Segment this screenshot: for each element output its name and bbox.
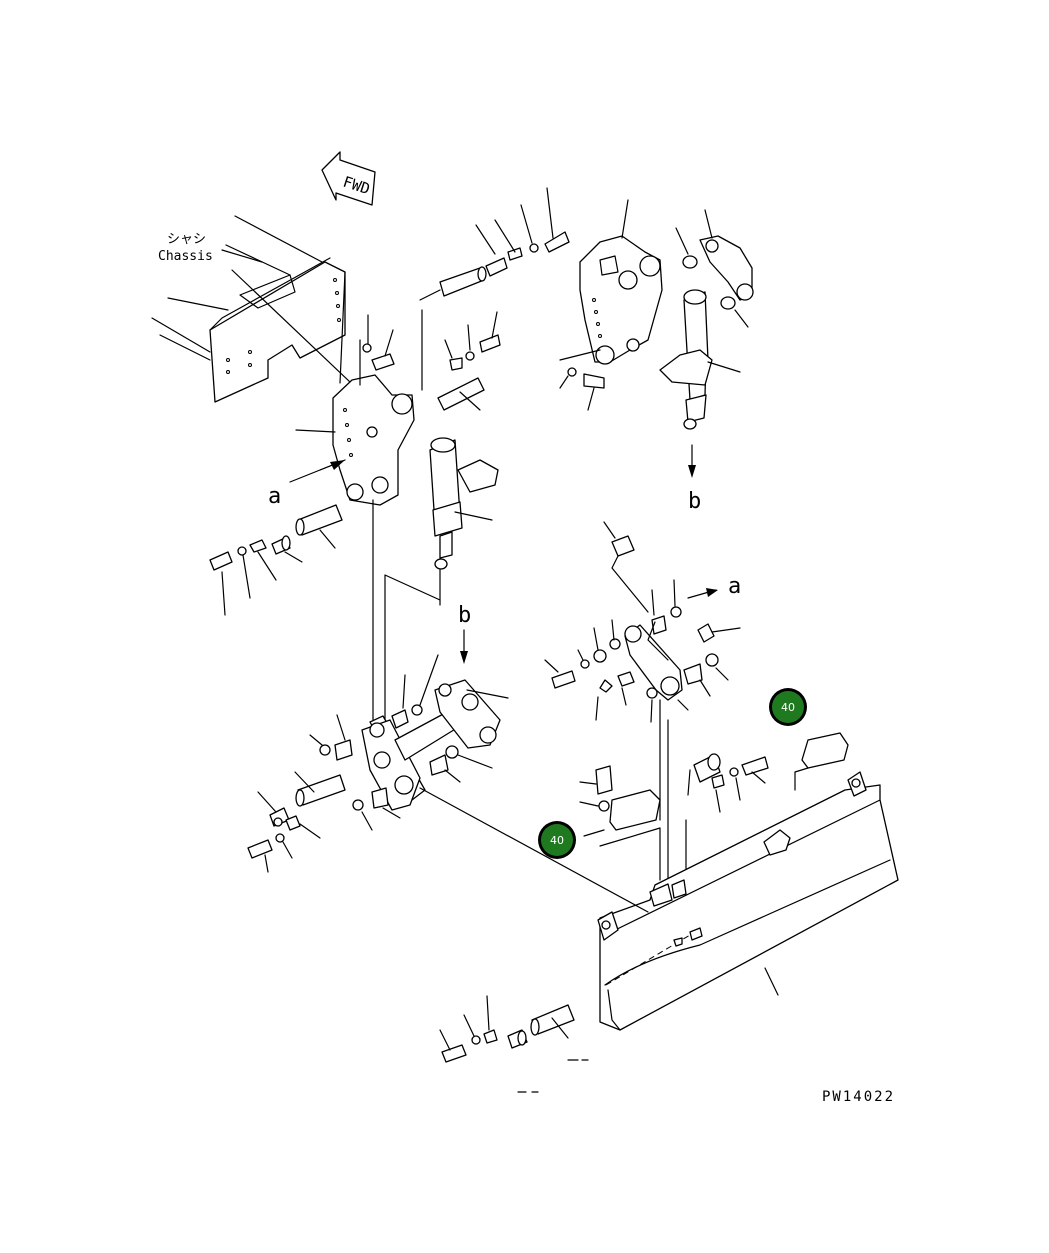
ref-b-mid-label: b xyxy=(458,603,471,628)
mid-pin-group xyxy=(362,311,501,411)
drawing-code: PW14022 xyxy=(822,1089,895,1105)
callout-badge-left[interactable]: 40 xyxy=(538,821,576,859)
chassis-jp-label: シャシ xyxy=(167,232,206,247)
right-mount-bracket xyxy=(559,199,754,411)
reference-b-mid: b xyxy=(458,603,471,664)
wear-pads xyxy=(599,732,849,881)
bottom-pin-group xyxy=(439,995,589,1093)
right-cylinder: b xyxy=(659,289,741,514)
callout-badge-left-fill xyxy=(541,824,573,856)
center-link-assembly xyxy=(247,499,509,873)
assembly-lines xyxy=(231,269,649,913)
chassis-label: シャシ Chassis xyxy=(158,232,263,264)
chassis-en-label: Chassis xyxy=(158,249,213,264)
ref-a-label: a xyxy=(268,484,281,509)
callout-badge-right-label: 40 xyxy=(781,701,795,714)
left-pin-stack xyxy=(209,504,343,616)
chassis-frame xyxy=(151,215,346,403)
dozer-blade xyxy=(597,771,899,1031)
top-pin-group xyxy=(419,187,570,391)
callout-badge-right[interactable]: 40 xyxy=(769,688,807,726)
reference-a-left: a xyxy=(268,459,346,509)
blade-pin-group xyxy=(579,753,769,837)
ref-b-top-label: b xyxy=(688,489,701,514)
ref-a-right-label: a xyxy=(728,574,741,599)
callout-badge-right-fill xyxy=(772,691,804,723)
left-cylinder xyxy=(384,437,499,726)
fwd-arrow: FWD xyxy=(321,151,376,206)
callout-badge-left-label: 40 xyxy=(550,834,564,847)
